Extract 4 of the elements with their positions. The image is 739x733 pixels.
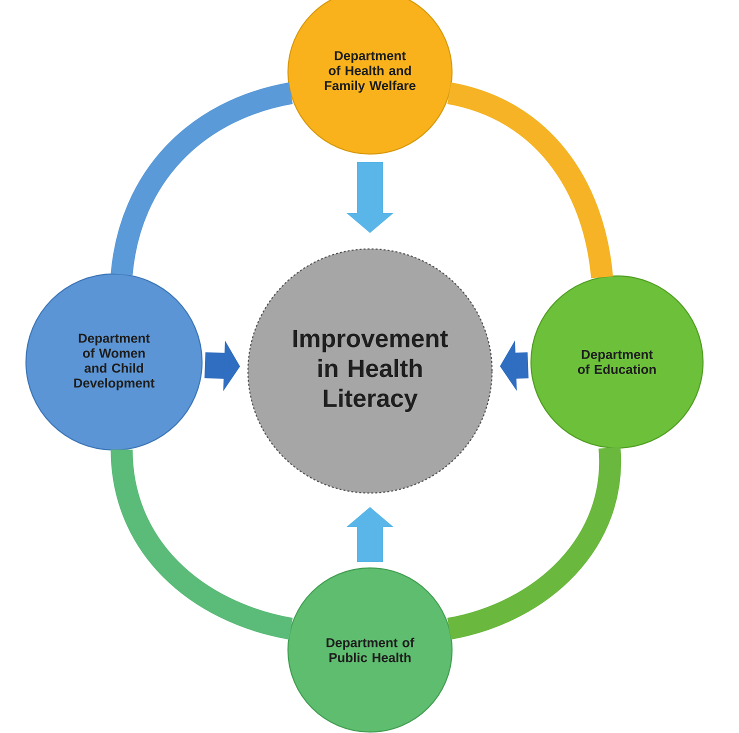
ring-arc (446, 447, 621, 640)
ring-arc (110, 82, 294, 276)
ring-arc (110, 448, 294, 640)
ring-arc (446, 82, 613, 279)
